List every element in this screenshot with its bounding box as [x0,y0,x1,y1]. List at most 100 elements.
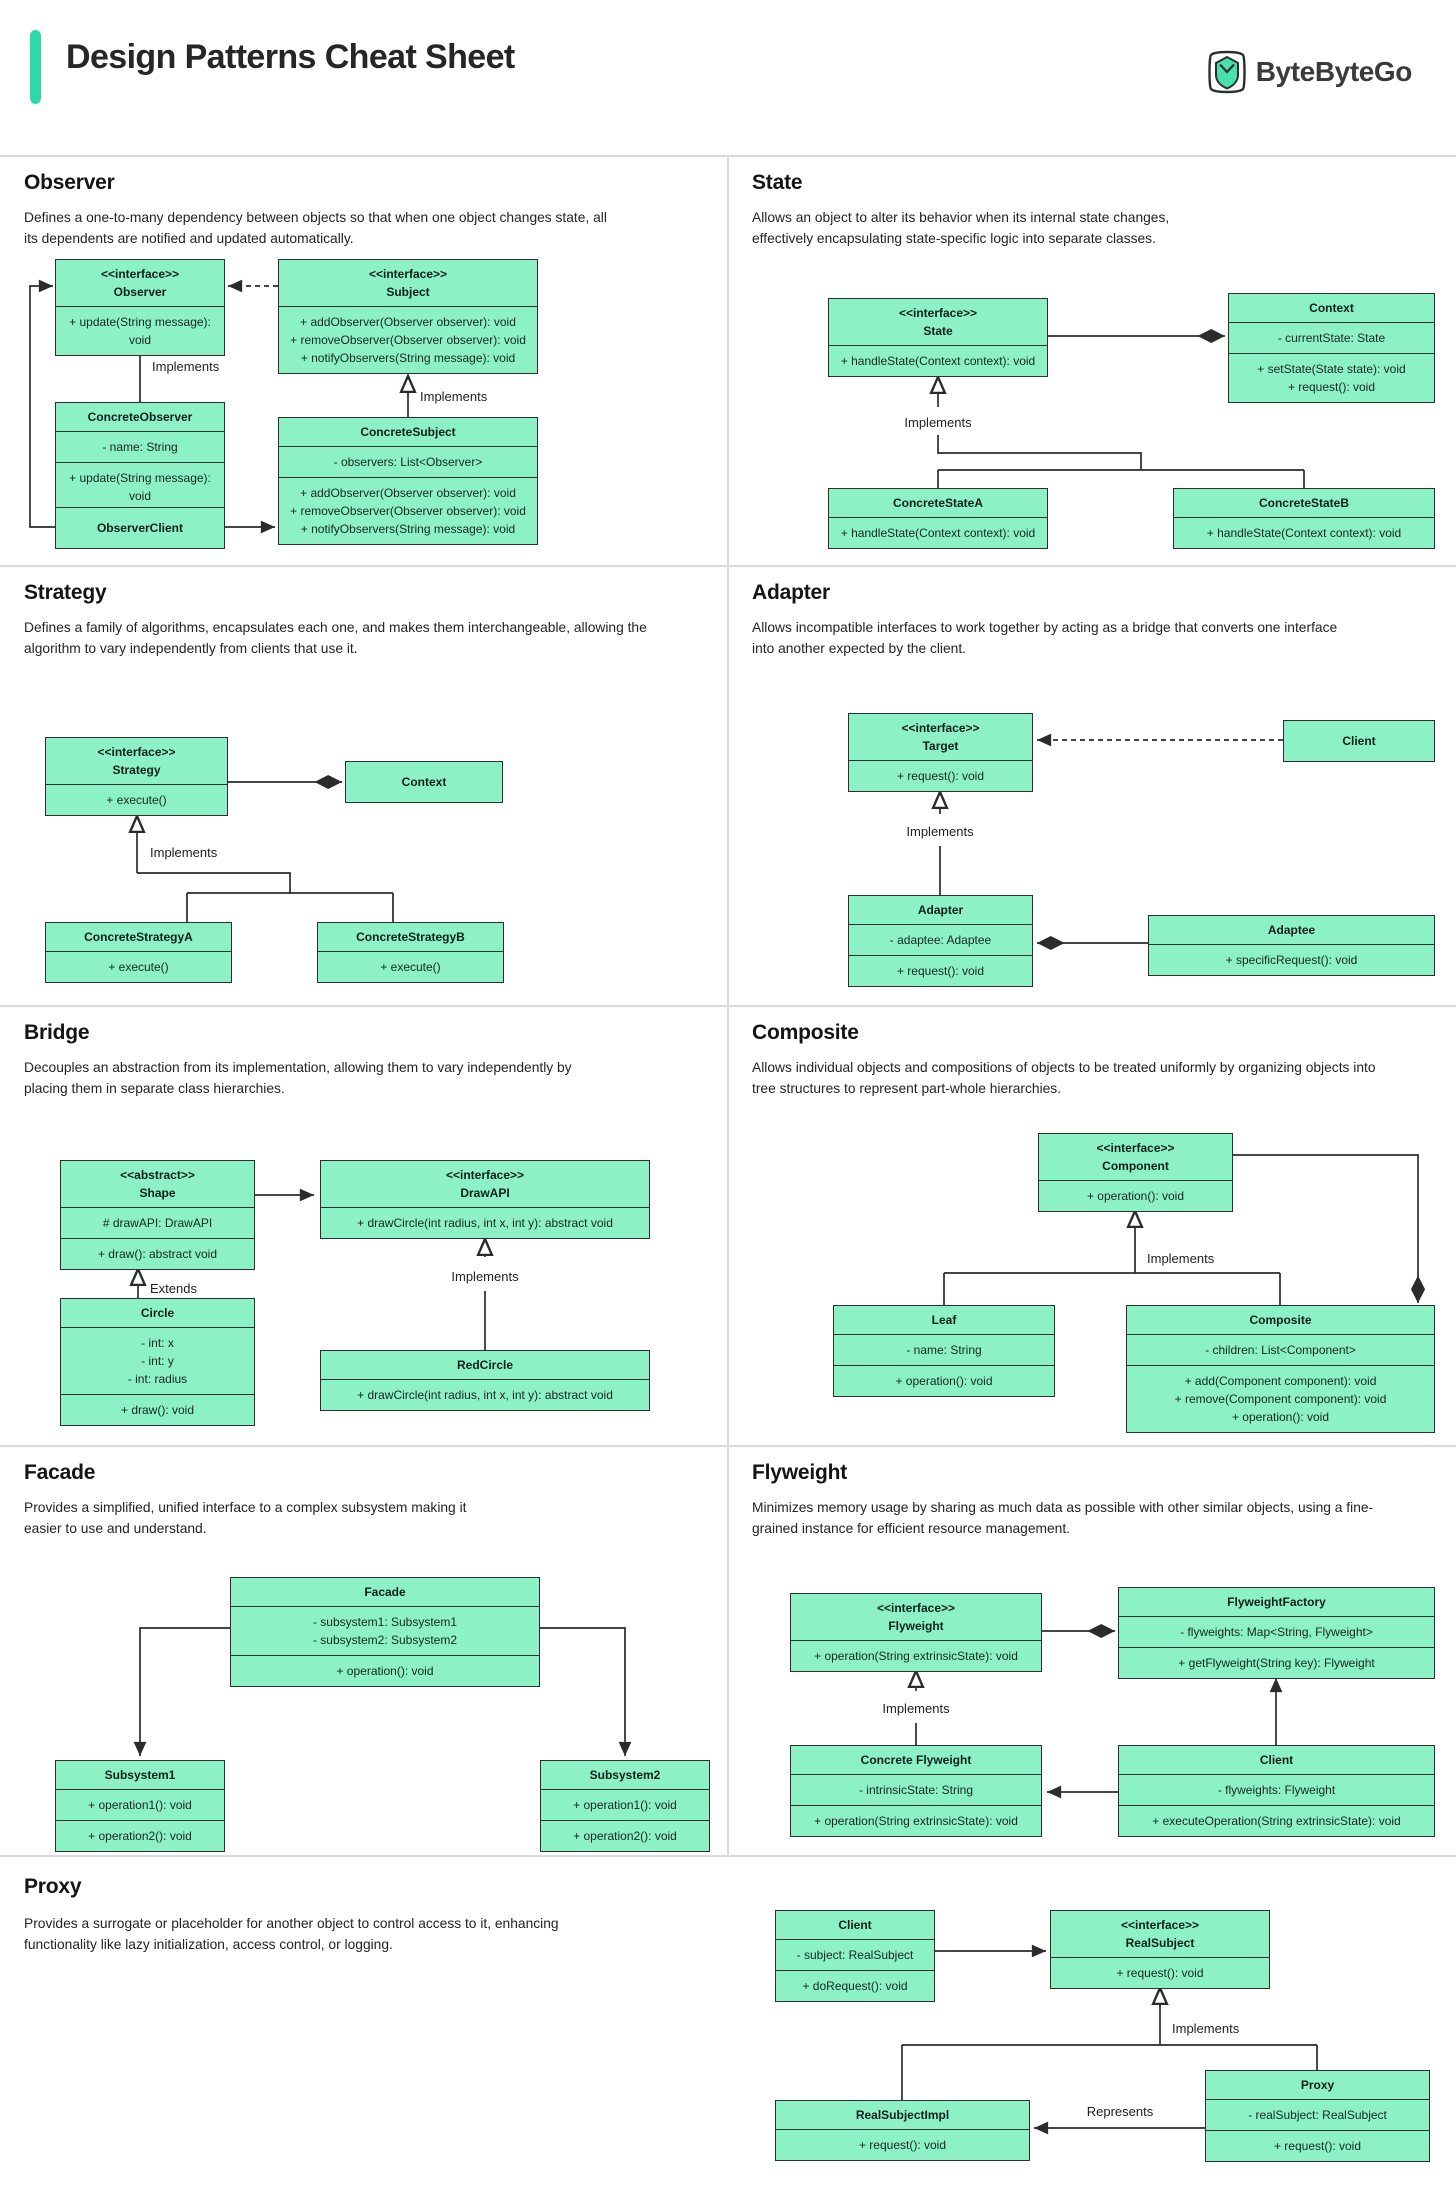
class-box-observer-client: ObserverClient [55,507,225,549]
class-methods: + operation(): void [1039,1180,1232,1211]
class-methods: + request(): void [1051,1957,1269,1988]
class-methods: + setState(State state): void + request(… [1229,353,1434,402]
class-methods: + update(String message): void [56,306,224,355]
section-title: Composite [752,1021,859,1044]
class-box-flyweight-interface: <<interface>> Flyweight + operation(Stri… [790,1593,1042,1672]
class-name: <<interface>> Observer [100,267,180,299]
section-description: Decouples an abstraction from its implem… [24,1060,572,1097]
section-description: Provides a simplified, unified interface… [24,1500,467,1537]
class-methods: + doRequest(): void [776,1970,934,2001]
edge-label-represents: Represents [1087,2104,1154,2119]
class-attributes: - int: x - int: y - int: radius [61,1327,254,1394]
class-attributes: - name: String [834,1334,1054,1365]
class-name: <<interface>> Strategy [97,745,176,777]
class-attributes: - subsystem1: Subsystem1 - subsystem2: S… [231,1606,539,1655]
class-name: Circle [140,1306,175,1320]
class-box-facade: Facade - subsystem1: Subsystem1 - subsys… [230,1577,540,1687]
class-box-realsubjectimpl: RealSubjectImpl + request(): void [775,2100,1030,2161]
page-title: Design Patterns Cheat Sheet [66,38,515,76]
section-title: Strategy [24,581,107,604]
class-box-target-interface: <<interface>> Target + request(): void [848,713,1033,792]
class-box-concrete-subject: ConcreteSubject - observers: List<Observ… [278,417,538,545]
class-methods: + operation1(): void [541,1789,709,1820]
class-box-concrete-flyweight: Concrete Flyweight - intrinsicState: Str… [790,1745,1042,1837]
composite-connectors: Implements [943,1154,1426,1305]
section-description: Allows incompatible interfaces to work t… [752,620,1338,657]
class-methods: + execute() [318,951,503,982]
class-methods: + specificRequest(): void [1149,944,1434,975]
class-attributes: - intrinsicState: String [791,1774,1041,1805]
class-box-component-interface: <<interface>> Component + operation(): v… [1038,1133,1233,1212]
edge-label-implements: Implements [1147,1251,1215,1266]
class-attributes: - subject: RealSubject [776,1939,934,1970]
class-methods: + request(): void [849,760,1032,791]
class-box-realsubject-interface: <<interface>> RealSubject + request(): v… [1050,1910,1270,1989]
class-methods: + draw(): void [61,1394,254,1425]
class-box-shape-abstract: <<abstract>> Shape # drawAPI: DrawAPI + … [60,1160,255,1270]
section-description: Defines a family of algorithms, encapsul… [24,620,647,657]
class-box-concrete-state-a: ConcreteStateA + handleState(Context con… [828,488,1048,549]
class-name: Context [1309,301,1354,315]
divider [0,1855,1456,1857]
class-box-redcircle: RedCircle + drawCircle(int radius, int x… [320,1350,650,1411]
class-attributes: - realSubject: RealSubject [1206,2099,1429,2130]
section-description: Minimizes memory usage by sharing as muc… [752,1500,1374,1537]
class-name: Facade [364,1585,406,1599]
section-description: Defines a one-to-many dependency between… [24,210,607,247]
implements-branch [137,872,394,922]
section-description: Provides a surrogate or placeholder for … [24,1916,559,1953]
class-name: <<interface>> Component [1096,1141,1175,1173]
class-name: <<interface>> Target [901,721,980,753]
bridge-connectors: Extends Implements [0,1188,519,1350]
implements-branch [901,2044,1318,2100]
class-attributes: - observers: List<Observer> [279,446,537,477]
class-name: <<abstract>> Shape [120,1168,195,1200]
class-name: Composite [1249,1313,1312,1327]
edge-label-implements: Implements [906,824,974,839]
implements-branch [943,1237,1281,1305]
class-methods: + request(): void [776,2129,1029,2160]
class-box-state-interface: <<interface>> State + handleState(Contex… [828,298,1048,377]
class-methods: + execute() [46,784,227,815]
facade-connectors [133,1627,632,1756]
composition-link [1233,1154,1426,1303]
section-title: State [752,171,803,194]
class-name: ConcreteStrategyA [84,930,193,944]
class-box-strategy-interface: <<interface>> Strategy + execute() [45,737,228,816]
class-name: Client [1259,1753,1294,1767]
section-description: Allows individual objects and compositio… [752,1060,1376,1097]
class-name: Proxy [1300,2078,1335,2092]
implements-branch [937,435,1305,488]
class-attributes: - currentState: State [1229,322,1434,353]
section-observer: Observer Defines a one-to-many dependenc… [0,155,728,565]
class-box-context: Context - currentState: State + setState… [1228,293,1435,403]
section-bridge: Bridge Decouples an abstraction from its… [0,1005,728,1445]
class-attributes: - children: List<Component> [1127,1334,1434,1365]
edge-label-implements: Implements [882,1701,950,1716]
class-methods: + drawCircle(int radius, int x, int y): … [321,1207,649,1238]
class-name: ConcreteStateA [892,496,984,510]
class-box-concrete-strategy-a: ConcreteStrategyA + execute() [45,922,232,983]
class-box-subsystem1: Subsystem1 + operation1(): void + operat… [55,1760,225,1852]
section-facade: Facade Provides a simplified, unified in… [0,1445,728,1855]
class-name: Subsystem2 [589,1768,661,1782]
class-methods: + operation2(): void [56,1820,224,1851]
class-box-flyweight-factory: FlyweightFactory - flyweights: Map<Strin… [1118,1587,1435,1679]
uses-arrow [540,1627,632,1756]
brand: ByteByteGo [1207,50,1412,94]
class-name: RealSubjectImpl [855,2108,950,2122]
section-title: Observer [24,171,115,194]
class-box-subsystem2: Subsystem2 + operation1(): void + operat… [540,1760,710,1852]
observer-connectors: Implements Implements [29,279,488,534]
class-name: Client [838,1918,872,1932]
class-name: <<interface>> Subject [368,267,448,299]
class-methods: + addObserver(Observer observer): void +… [279,306,537,373]
edge-label-implements: Implements [152,359,220,374]
class-methods: + operation(): void [231,1655,539,1686]
class-name: <<interface>> RealSubject [1120,1918,1200,1950]
section-title: Facade [24,1461,96,1484]
class-methods: + operation(): void [834,1365,1054,1396]
class-box-leaf: Leaf - name: String + operation(): void [833,1305,1055,1397]
class-box-drawapi-interface: <<interface>> DrawAPI + drawCircle(int r… [320,1160,650,1239]
